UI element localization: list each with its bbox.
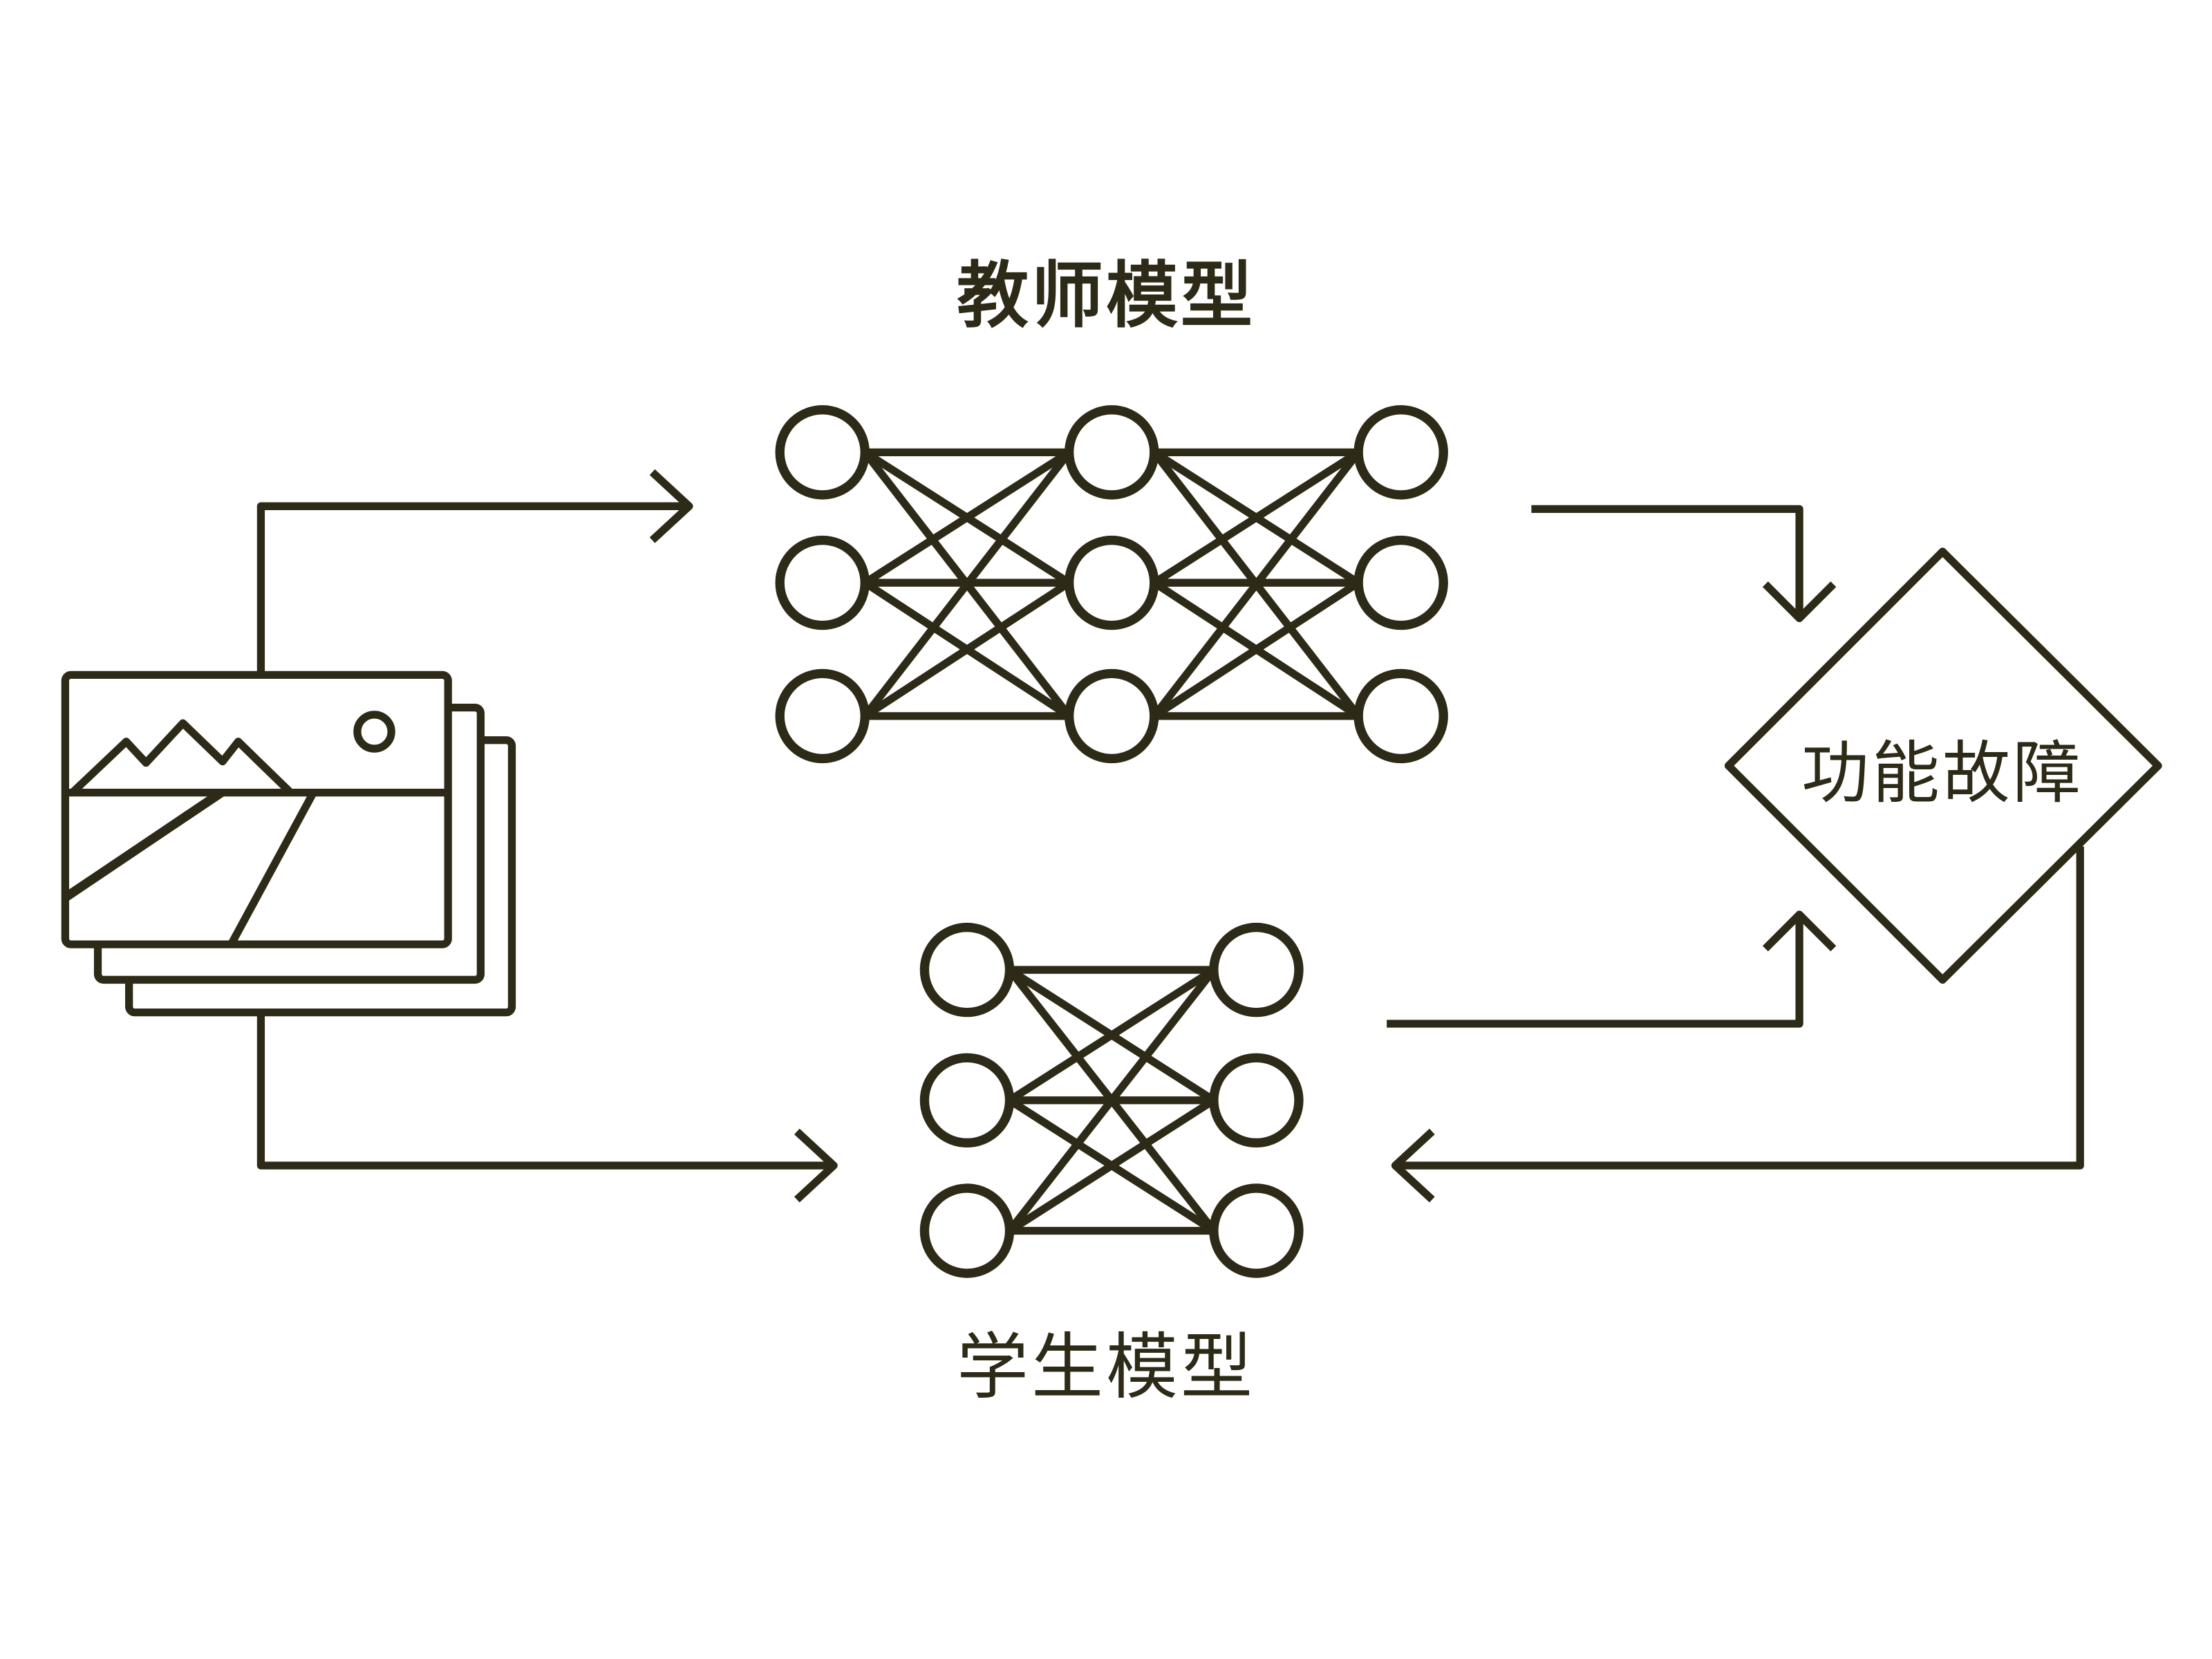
arrowhead-left-icon — [1391, 1128, 1435, 1203]
network-node — [1353, 668, 1448, 764]
road-left-edge — [62, 789, 224, 901]
network-node — [1209, 1053, 1304, 1147]
network-connection — [1007, 966, 1216, 1104]
arrow-decision-to-student — [1391, 846, 2084, 1203]
student-network — [919, 922, 1304, 1278]
network-node — [1209, 922, 1304, 1018]
network-connection — [1152, 579, 1361, 720]
arrow-image-to-student — [256, 1012, 838, 1203]
network-node — [1209, 1183, 1304, 1278]
network-connection — [1151, 449, 1362, 719]
network-connection — [1006, 967, 1217, 1233]
network-node — [919, 922, 1015, 1018]
image-stack-icon — [61, 671, 516, 1017]
network-node — [775, 405, 870, 500]
network-node — [1353, 535, 1448, 630]
network-connection — [1152, 449, 1361, 586]
network-node — [775, 535, 870, 630]
decision-diamond — [1724, 547, 2162, 984]
arrow-teacher-to-decision — [1531, 505, 1837, 622]
arrow-student-to-decision — [1387, 910, 1837, 1028]
teacher-model-label: 教师模型 — [956, 253, 1256, 338]
arrowhead-right-icon — [649, 469, 693, 543]
arrowhead-down-icon — [1762, 581, 1837, 622]
network-connection — [1007, 1097, 1216, 1235]
network-node — [775, 668, 870, 764]
mountain-icon — [69, 719, 294, 796]
arrowhead-right-icon — [794, 1128, 838, 1203]
network-connection — [861, 449, 1073, 719]
network-node — [1064, 405, 1159, 500]
network-node — [919, 1053, 1015, 1147]
network-node — [919, 1183, 1015, 1278]
network-node — [1064, 668, 1159, 764]
network-node — [1353, 405, 1448, 500]
network-node — [1064, 535, 1159, 630]
arrow-image-to-teacher — [256, 469, 693, 675]
decision-label: 功能故障 — [1801, 734, 2084, 813]
road-right-edge — [227, 790, 317, 946]
network-connection — [863, 449, 1071, 586]
student-model-label: 学生模型 — [956, 1324, 1256, 1409]
network-connection — [863, 579, 1071, 720]
teacher-network — [775, 405, 1448, 764]
arrowhead-up-icon — [1762, 910, 1837, 952]
sun-icon — [353, 711, 395, 753]
